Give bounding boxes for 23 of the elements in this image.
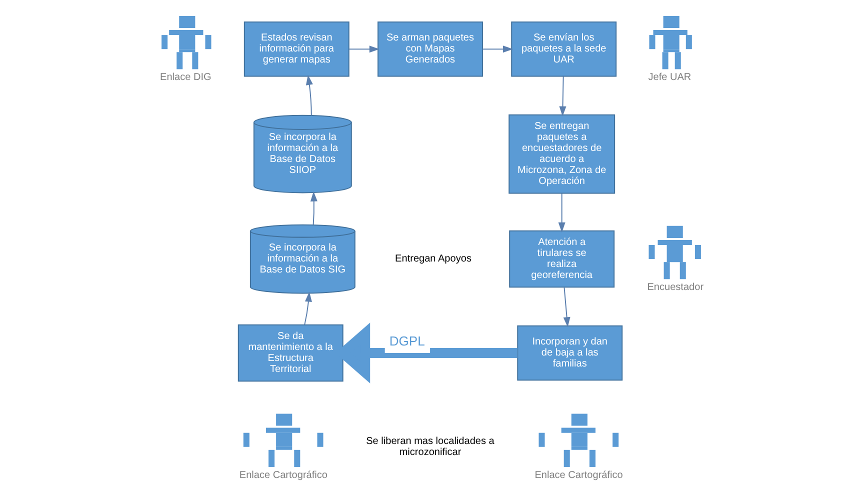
node-label: Enlace DIG [160,72,212,84]
arrow [559,76,566,116]
arrow [304,292,312,325]
node-label: Enlace Cartográfico [534,470,623,482]
arrow [306,74,313,116]
node-label: Jefe UAR [648,72,692,84]
edge-label: DGPL [389,333,425,348]
label: Entregan Apoyos [395,254,472,265]
node-box: Se envían los paquetes a la sede UAR [511,21,617,77]
node-box: Se entregan paquetes a encuestadores de acuerdo a Microzona, Zona de Operación [508,114,616,194]
arrow [558,193,566,232]
arrow [349,46,380,53]
label: Se liberan mas localidades a microzonificar [366,436,494,458]
arrow [310,191,318,225]
node-label: Enlace Cartográfico [239,470,328,482]
node-box: Atención a tirulares se realiza georeferencia [509,230,615,288]
node-box: Se arman paquetes con Mapas Generados [378,21,483,77]
arrow [482,46,514,53]
node-box: Incorporan y dan de baja a las familias [517,325,623,381]
node-box: Se da mantenimiento a la Estructura Territorial [238,324,344,382]
node-label: Encuestador [647,282,704,294]
arrow [563,288,570,328]
node-box: Estados revisan información para generar mapas [244,21,350,77]
